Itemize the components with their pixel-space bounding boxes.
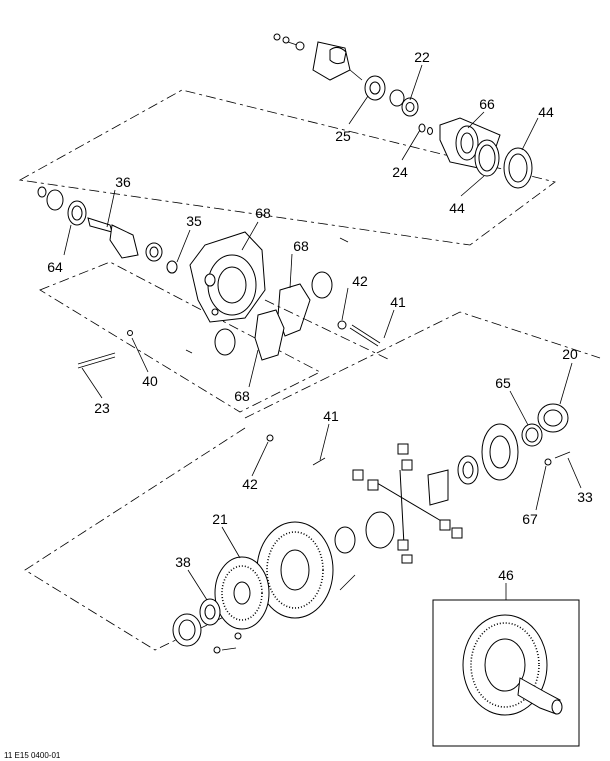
bearing-cone-38 <box>199 598 221 626</box>
carrier-housing-68 <box>189 231 349 323</box>
lower-group-outline <box>24 427 256 651</box>
callout-67: 67 <box>522 511 538 527</box>
callout-42-lower: 42 <box>242 476 258 492</box>
centerline-a <box>264 299 391 361</box>
washer-24 <box>418 123 433 135</box>
case-half-21 <box>214 556 270 630</box>
callout-22: 22 <box>414 49 430 65</box>
upper-group-outline <box>18 89 556 246</box>
right-group-outline <box>244 311 601 419</box>
yoke-assembly <box>273 33 363 81</box>
flange-nut-22 <box>389 89 419 117</box>
side-gear-washer <box>457 455 479 485</box>
callout-46: 46 <box>498 567 514 583</box>
bearing-cone-65 <box>521 423 543 447</box>
middle-group-outline <box>39 261 321 413</box>
cap-bolt-41a <box>337 320 381 347</box>
callout-25: 25 <box>335 128 351 144</box>
leader-lines <box>63 64 582 601</box>
ring-gear-bolts <box>213 574 356 654</box>
callout-42-upper: 42 <box>352 273 368 289</box>
case-half <box>481 423 519 481</box>
callout-36: 36 <box>115 174 131 190</box>
bolt-33 <box>544 451 571 466</box>
callout-41-upper: 41 <box>390 294 406 310</box>
bearing-cap-halves <box>214 271 333 361</box>
gasket-44b <box>503 147 533 189</box>
callout-21: 21 <box>212 511 228 527</box>
callout-23: 23 <box>94 400 110 416</box>
callout-68-lower: 68 <box>234 388 250 404</box>
callout-41-lower: 41 <box>323 408 339 424</box>
callout-40: 40 <box>142 373 158 389</box>
pinion-assembly <box>37 186 178 274</box>
callout-44-upper: 44 <box>538 104 554 120</box>
cap-bolt-41b <box>266 434 326 466</box>
spider-gear-assembly <box>334 443 463 564</box>
callout-66: 66 <box>479 96 495 112</box>
callout-68-top: 68 <box>255 205 271 221</box>
seal-25 <box>364 75 386 101</box>
callout-65: 65 <box>495 375 511 391</box>
stud-23 <box>77 330 193 369</box>
callout-33: 33 <box>577 489 593 505</box>
callout-44-lower: 44 <box>449 200 465 216</box>
bearing-cup-20 <box>537 403 569 433</box>
figure-code: 11 E15 0400-01 <box>4 751 61 760</box>
ring-gear <box>256 521 334 619</box>
callout-64: 64 <box>47 259 63 275</box>
callout-35: 35 <box>186 213 202 229</box>
bearing-cup-lower <box>172 613 202 647</box>
callout-24: 24 <box>392 164 408 180</box>
callout-38: 38 <box>175 554 191 570</box>
callout-20: 20 <box>562 346 578 362</box>
callout-68-mid: 68 <box>293 238 309 254</box>
ring-and-pinion-set-inset <box>432 599 580 747</box>
shim-44a <box>474 139 500 177</box>
